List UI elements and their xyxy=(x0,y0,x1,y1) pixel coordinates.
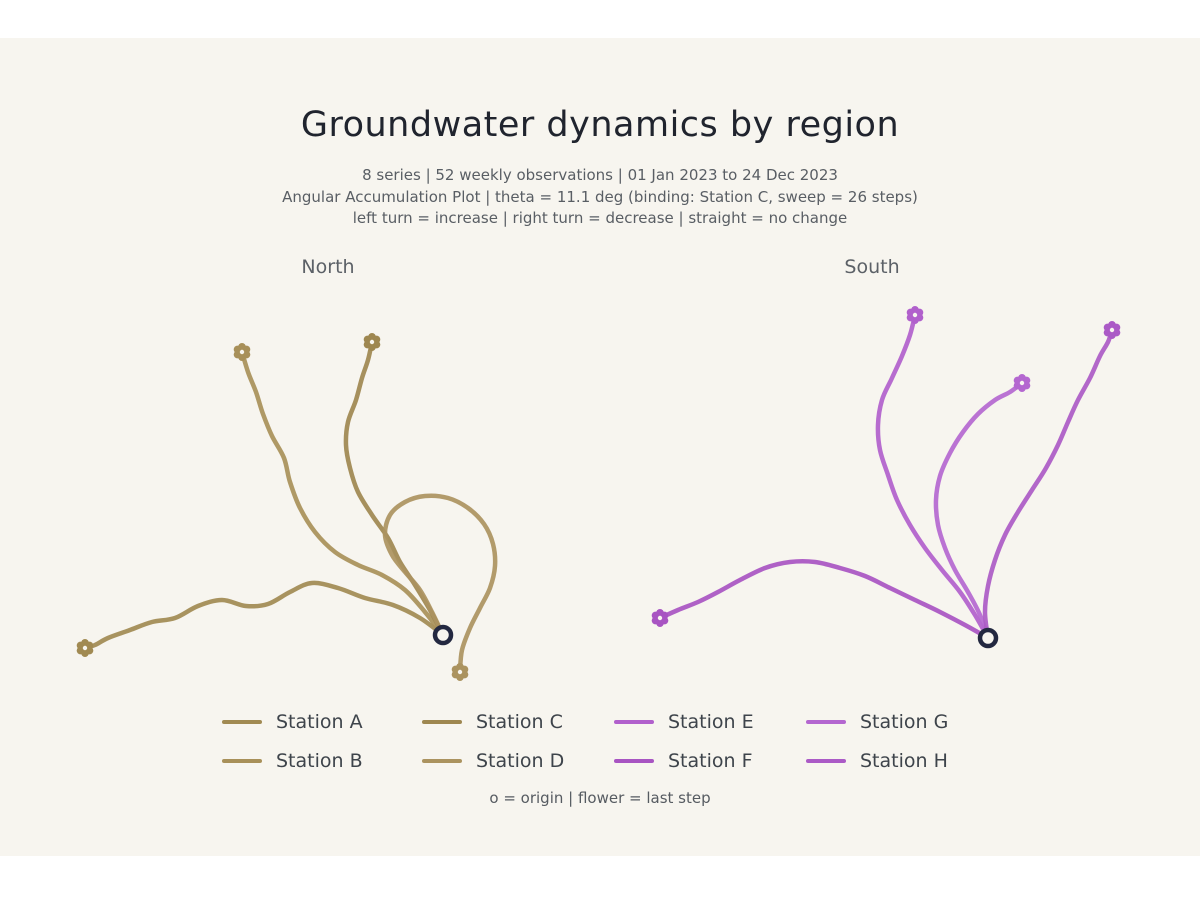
flower-center xyxy=(1019,380,1025,386)
flower-petal xyxy=(915,308,924,317)
panel-south xyxy=(651,306,1121,649)
series-path-station-a xyxy=(82,580,446,651)
flower-petal xyxy=(660,611,669,620)
legend-swatch-station-e xyxy=(614,719,654,724)
panel-title-south: South xyxy=(844,256,900,278)
flower-petal xyxy=(460,665,469,674)
flower-petal xyxy=(76,641,85,650)
legend-label-station-d: Station D xyxy=(476,749,565,772)
flower-marker-station-f xyxy=(651,609,669,627)
flower-petal xyxy=(85,641,94,650)
flower-petal xyxy=(1022,376,1031,385)
flower-marker-station-h xyxy=(1103,321,1121,340)
legend-label-station-f: Station F xyxy=(668,749,753,772)
legend-label-station-c: Station C xyxy=(476,710,563,733)
flower-center xyxy=(239,349,245,355)
origin-marker-north xyxy=(432,624,454,646)
flower-petal xyxy=(233,345,242,354)
series-path-station-b xyxy=(239,349,446,638)
subtitle-line-2: Angular Accumulation Plot | theta = 11.1… xyxy=(282,188,918,206)
flower-center xyxy=(657,615,663,621)
legend-swatch-station-f xyxy=(614,758,654,763)
legend-item-station-d: Station D xyxy=(422,750,614,772)
letterbox-top xyxy=(0,0,1200,38)
flower-center xyxy=(457,669,463,675)
legend-label-station-h: Station H xyxy=(860,749,948,772)
flower-center xyxy=(82,645,88,651)
flower-center xyxy=(369,339,375,345)
series-path-station-g xyxy=(933,380,1025,641)
legend-item-station-a: Station A xyxy=(222,711,422,733)
flower-petal xyxy=(372,335,381,344)
flower-petal xyxy=(906,313,915,322)
flower-petal xyxy=(242,345,251,354)
subtitle-line-3: left turn = increase | right turn = decr… xyxy=(352,209,848,227)
legend-swatch-station-g xyxy=(806,719,846,724)
flower-petal xyxy=(651,616,660,625)
marker-legend-note: o = origin | flower = last step xyxy=(489,789,711,807)
flower-marker-station-b xyxy=(233,343,251,362)
flower-petal xyxy=(1103,323,1112,332)
flower-petal xyxy=(1112,323,1121,332)
legend-item-station-h: Station H xyxy=(806,750,992,772)
legend-label-station-b: Station B xyxy=(276,749,363,772)
flower-marker-station-a xyxy=(76,639,94,657)
legend-label-station-g: Station G xyxy=(860,710,949,733)
subtitle-line-1: 8 series | 52 weekly observations | 01 J… xyxy=(362,166,838,184)
flower-petal xyxy=(651,611,660,620)
flower-petal xyxy=(451,665,460,674)
legend-swatch-station-h xyxy=(806,758,846,763)
flower-marker-station-d xyxy=(451,663,469,681)
page-title: Groundwater dynamics by region xyxy=(300,105,900,145)
flower-marker-station-e xyxy=(906,306,924,325)
flower-petal xyxy=(906,308,915,317)
flower-petal xyxy=(451,670,460,679)
flower-petal xyxy=(363,340,372,349)
flower-petal xyxy=(1013,376,1022,385)
flower-petal xyxy=(1013,381,1022,390)
legend-item-station-f: Station F xyxy=(614,750,806,772)
legend-item-station-c: Station C xyxy=(422,711,614,733)
series-path-station-d xyxy=(382,493,498,675)
flower-petal xyxy=(363,335,372,344)
flower-petal xyxy=(1103,328,1112,337)
series-path-station-f xyxy=(657,559,991,641)
legend-label-station-a: Station A xyxy=(276,710,363,733)
panel-north xyxy=(76,333,498,681)
flower-center xyxy=(1109,327,1115,333)
legend-item-station-g: Station G xyxy=(806,711,992,733)
legend-label-station-e: Station E xyxy=(668,710,754,733)
series-path-station-h xyxy=(982,327,1115,641)
origin-marker-south xyxy=(977,627,999,649)
legend-swatch-station-c xyxy=(422,719,462,724)
letterbox-bottom xyxy=(0,856,1200,900)
flower-marker-station-g xyxy=(1013,374,1031,393)
legend-swatch-station-a xyxy=(222,719,262,724)
legend-item-station-b: Station B xyxy=(222,750,422,772)
chart-legend: Station A Station C Station E Station G … xyxy=(222,702,992,780)
legend-swatch-station-b xyxy=(222,758,262,763)
legend-item-station-e: Station E xyxy=(614,711,806,733)
panel-title-north: North xyxy=(301,256,355,278)
series-path-station-c xyxy=(343,339,446,638)
flower-petal xyxy=(233,350,242,359)
legend-swatch-station-d xyxy=(422,758,462,763)
flower-petal xyxy=(76,646,85,655)
flower-marker-station-c xyxy=(363,333,381,352)
flower-center xyxy=(912,312,918,318)
series-path-station-e xyxy=(875,312,991,641)
